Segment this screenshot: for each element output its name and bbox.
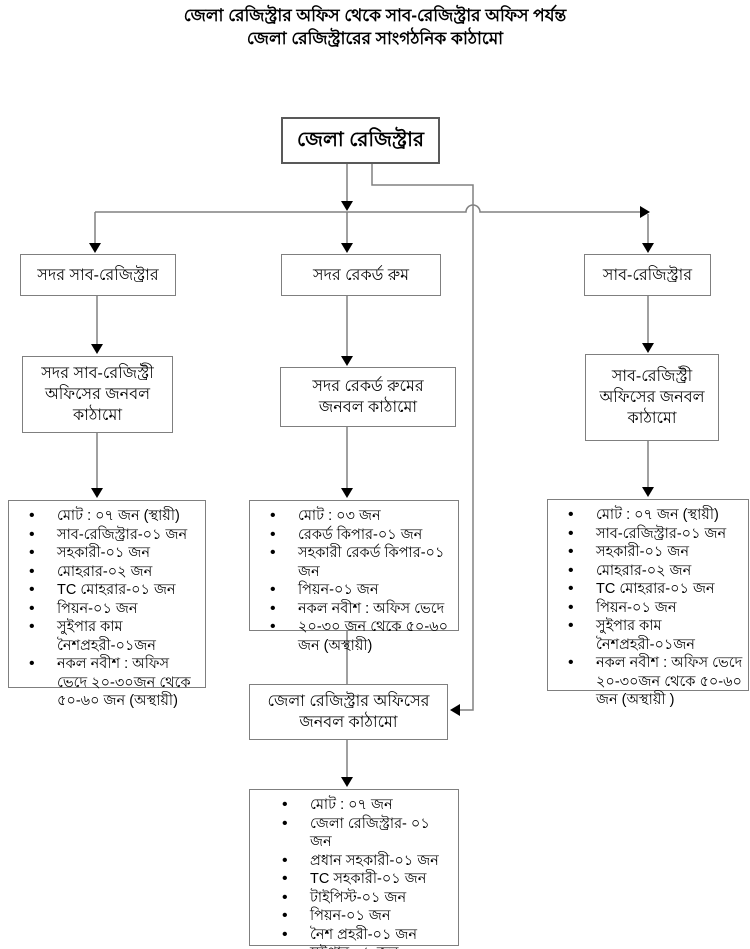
- node-sub-registrar: সাব-রেজিস্ট্রার: [584, 254, 711, 296]
- list-item: TC মোহরার-০১ জন: [27, 581, 201, 600]
- node-sub-registry-staff: সাব-রেজিস্ট্রী অফিসের জনবল কাঠামো: [585, 354, 719, 441]
- list-item: ২০-৩০ জন থেকে ৫০-৬০ জন (অস্থায়ী): [268, 618, 454, 655]
- staff-list-sub-registry: মোট : ০৭ জন (স্থায়ী)সাব-রেজিস্ট্রার-০১ …: [547, 499, 749, 708]
- staff-list: মোট : ০৭ জনজেলা রেজিস্ট্রার- ০১ জনপ্রধান…: [250, 790, 458, 949]
- list-item: নৈশ প্রহরী-০১ জন: [280, 926, 454, 945]
- list-item: TC সহকারী-০১ জন: [280, 870, 454, 889]
- list-item: সহকারী-০১ জন: [27, 544, 201, 563]
- title-line-2: জেলা রেজিস্ট্রারের সাংগঠনিক কাঠামো: [246, 29, 504, 48]
- node-label: সদর রেকর্ড রুমের জনবল কাঠামো: [312, 378, 424, 416]
- node-label: সদর সাব-রেজিস্ট্রার: [37, 266, 159, 284]
- node-label: জেলা রেজিস্ট্রার অফিসের জনবল কাঠামো: [267, 693, 430, 731]
- list-item: পিয়ন-০১ জন: [27, 600, 201, 619]
- arrowheads: [89, 201, 654, 787]
- list-item: পিয়ন-০১ জন: [268, 581, 454, 600]
- page-title: জেলা রেজিস্ট্রার অফিস থেকে সাব-রেজিস্ট্র…: [0, 4, 750, 50]
- list-item: প্রধান সহকারী-০১ জন: [280, 852, 454, 871]
- list-item: মোট : ০৭ জন (স্থায়ী): [27, 507, 201, 526]
- list-item: নকল নবীশ : অফিস ভেদে ২০-৩০জন থেকে ৫০-৬০ …: [566, 654, 744, 710]
- list-item: নকল নবীশ : অফিস ভেদে: [268, 600, 454, 619]
- list-item: পিয়ন-০১ জন: [280, 907, 454, 926]
- node-sadar-record-room-staff: সদর রেকর্ড রুমের জনবল কাঠামো: [280, 367, 456, 427]
- list-item: সুইপার কাম নৈশপ্রহরী-০১জন: [566, 617, 744, 654]
- staff-list: মোট : ০৭ জন (স্থায়ী)সাব-রেজিস্ট্রার-০১ …: [548, 500, 748, 714]
- node-label: জেলা রেজিস্ট্রার: [297, 129, 424, 151]
- list-item: মোহরার-০২ জন: [27, 563, 201, 582]
- list-item: জেলা রেজিস্ট্রার- ০১ জন: [280, 815, 454, 852]
- staff-list-sadar-record-room: মোট : ০৩ জনরেকর্ড কিপার-০১ জনসহকারী রেকর…: [249, 500, 459, 654]
- list-item: TC মোহরার-০১ জন: [566, 580, 744, 599]
- staff-list-sadar-sub-registry: মোট : ০৭ জন (স্থায়ী)সাব-রেজিস্ট্রার-০১ …: [8, 500, 206, 709]
- list-item: সহকারী রেকর্ড কিপার-০১ জন: [268, 544, 454, 581]
- node-label: সদর সাব-রেজিস্ট্রী অফিসের জনবল কাঠামো: [41, 365, 154, 424]
- node-label: সদর রেকর্ড রুম: [312, 266, 410, 284]
- list-item: সুইপার-০১ জন: [280, 944, 454, 949]
- node-sadar-record-room: সদর রেকর্ড রুম: [281, 254, 441, 296]
- list-item: সাব-রেজিস্ট্রার-০১ জন: [566, 525, 744, 544]
- node-sadar-sub-registrar: সদর সাব-রেজিস্ট্রার: [20, 254, 176, 296]
- list-item: মোহরার-০২ জন: [566, 562, 744, 581]
- list-item: রেকর্ড কিপার-০১ জন: [268, 526, 454, 545]
- list-item: সুইপার কাম নৈশপ্রহরী-০১জন: [27, 618, 201, 655]
- title-line-1: জেলা রেজিস্ট্রার অফিস থেকে সাব-রেজিস্ট্র…: [183, 6, 567, 25]
- list-item: মোট : ০৭ জন (স্থায়ী): [566, 506, 744, 525]
- node-sadar-sub-registry-staff: সদর সাব-রেজিস্ট্রী অফিসের জনবল কাঠামো: [22, 356, 173, 433]
- node-district-registrar: জেলা রেজিস্ট্রার: [281, 117, 440, 164]
- node-label: সাব-রেজিস্ট্রী অফিসের জনবল কাঠামো: [599, 368, 705, 427]
- list-item: মোট : ০৭ জন: [280, 796, 454, 815]
- list-item: টাইপিস্ট-০১ জন: [280, 889, 454, 908]
- list-item: মোট : ০৩ জন: [268, 507, 454, 526]
- staff-list: মোট : ০৩ জনরেকর্ড কিপার-০১ জনসহকারী রেকর…: [250, 501, 458, 659]
- list-item: সহকারী-০১ জন: [566, 543, 744, 562]
- list-item: পিয়ন-০১ জন: [566, 599, 744, 618]
- list-item: সাব-রেজিস্ট্রার-০১ জন: [27, 526, 201, 545]
- staff-list: মোট : ০৭ জন (স্থায়ী)সাব-রেজিস্ট্রার-০১ …: [9, 501, 205, 715]
- node-label: সাব-রেজিস্ট্রার: [602, 266, 693, 284]
- node-district-registrar-office-staff: জেলা রেজিস্ট্রার অফিসের জনবল কাঠামো: [249, 684, 448, 740]
- staff-list-district-registrar-office: মোট : ০৭ জনজেলা রেজিস্ট্রার- ০১ জনপ্রধান…: [249, 789, 459, 949]
- list-item: নকল নবীশ : অফিস ভেদে ২০-৩০জন থেকে ৫০-৬০ …: [27, 655, 201, 711]
